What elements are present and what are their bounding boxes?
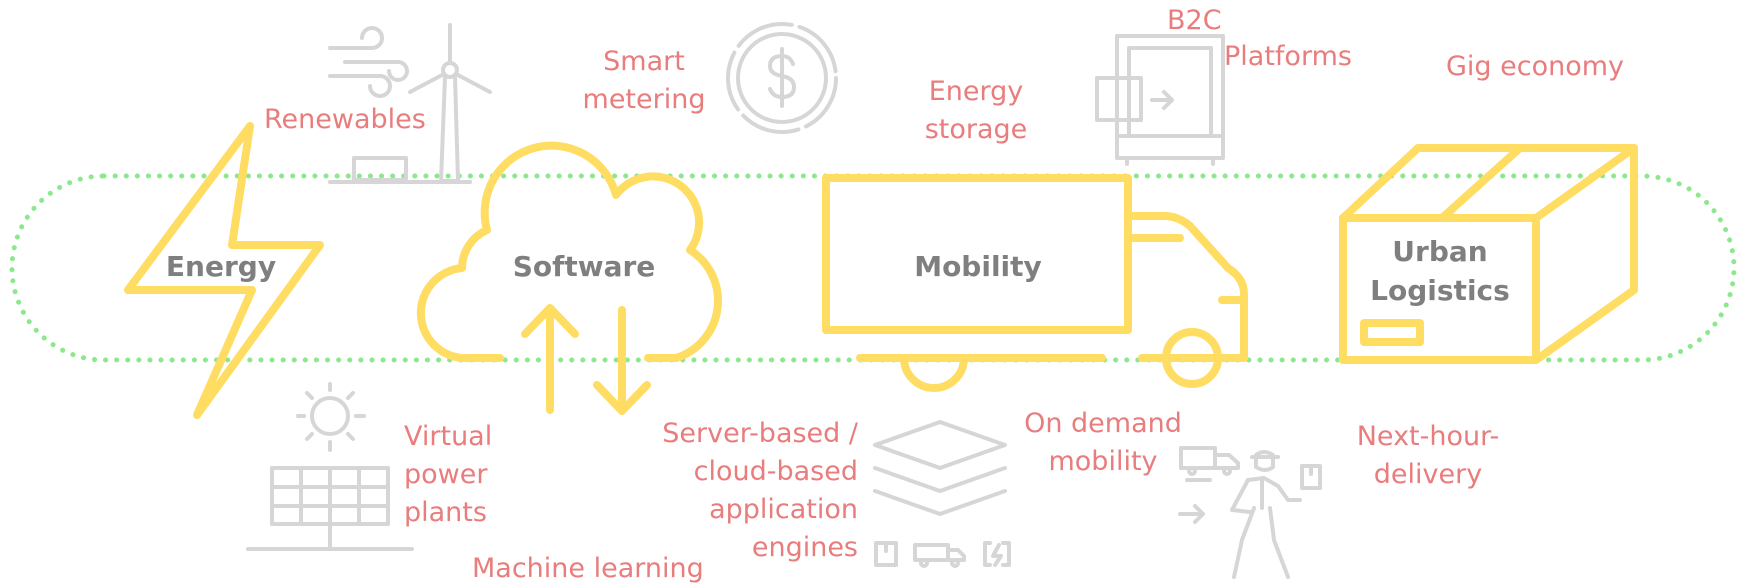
dollar-meter-icon	[726, 22, 838, 134]
solar-panel-icon	[246, 466, 414, 551]
truck-icon	[822, 174, 1248, 392]
energy-storage-label-line2: storage	[924, 114, 1028, 145]
sun-icon	[296, 382, 366, 452]
server-based-label-line2: cloud-based	[693, 456, 858, 487]
smart-metering-label-line2: metering	[582, 84, 706, 115]
b2c-label-line2: Platforms	[1224, 41, 1352, 72]
lightning-bolt-icon	[124, 122, 324, 419]
server-based-label-line4: engines	[751, 532, 858, 563]
virtual-power-plants-label-line2: power	[404, 459, 488, 490]
layers-icon	[873, 420, 1007, 516]
on-demand-mobility-label-line2: mobility	[1048, 446, 1158, 477]
renewables-label: Renewables	[264, 104, 426, 135]
on-demand-mobility-label-line1: On demand	[1024, 408, 1182, 439]
software-label: Software	[512, 250, 656, 283]
virtual-power-plants-label-line1: Virtual	[404, 421, 493, 452]
energy-storage-label-line1: Energy	[928, 76, 1024, 107]
parcel-box-icon	[1339, 144, 1638, 364]
delivery-van-icon	[1179, 446, 1240, 482]
next-hour-delivery-label-line2: delivery	[1373, 459, 1483, 490]
upload-download-arrows-icon	[521, 304, 651, 415]
next-hour-delivery-label-line1: Next-hour-	[1356, 421, 1500, 452]
urban-logistics-label-line2: Logistics	[1370, 274, 1510, 307]
wind-icon	[328, 26, 409, 98]
ground-line-icon	[328, 156, 472, 184]
machine-learning-label: Machine learning	[472, 553, 704, 584]
energy-label: Energy	[165, 250, 277, 283]
b2c-label-line1: B2C	[1167, 5, 1222, 36]
delivery-person-icon	[1230, 450, 1322, 579]
server-based-label-line1: Server-based /	[662, 418, 858, 449]
gig-economy-label: Gig economy	[1446, 51, 1625, 82]
smart-metering-label-line1: Smart	[603, 46, 685, 77]
virtual-power-plants-label-line3: plants	[404, 497, 487, 528]
van-small-icon	[913, 543, 966, 568]
server-based-label-line3: application	[709, 494, 858, 525]
battery-small-icon	[983, 541, 1011, 567]
platform-kiosk-icon	[1095, 34, 1225, 166]
arrow-right-icon	[1178, 504, 1205, 524]
urban-logistics-label-line1: Urban	[1392, 235, 1488, 268]
mobility-label: Mobility	[914, 250, 1042, 283]
cloud-icon	[416, 141, 722, 363]
box-small-icon	[874, 541, 898, 567]
